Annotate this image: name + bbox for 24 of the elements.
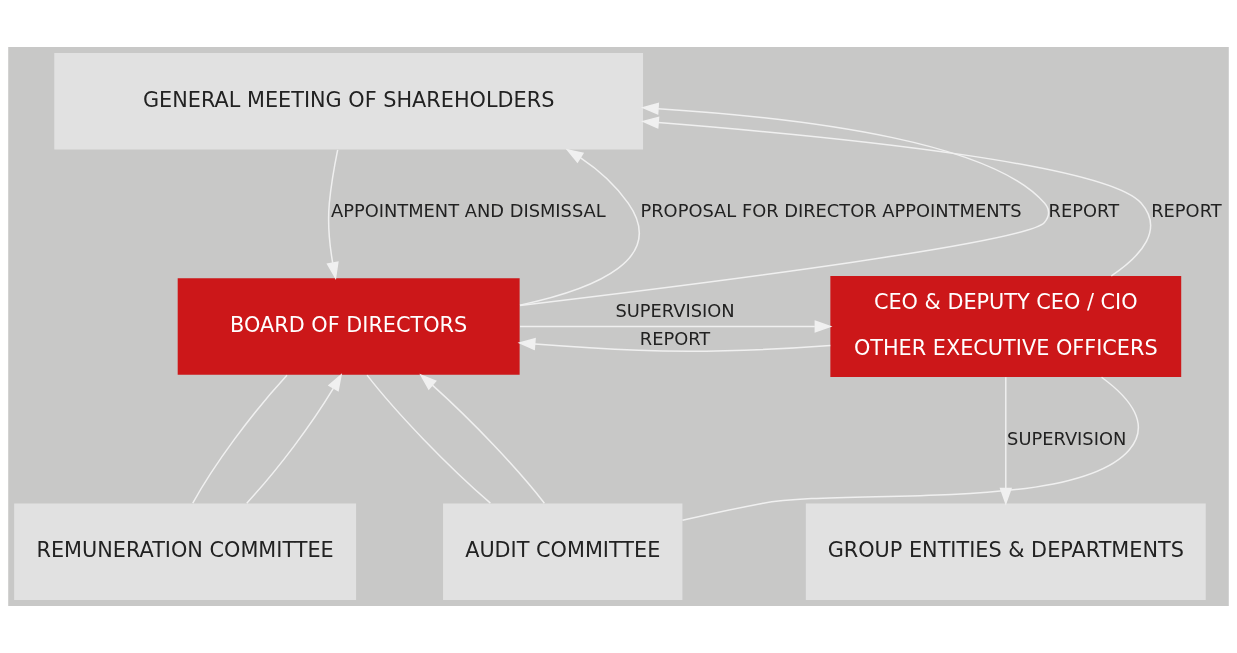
node-box: REMUNERATION COMMITTEE xyxy=(14,503,357,601)
edge-label: REPORT xyxy=(1151,200,1222,222)
arrow xyxy=(519,148,640,306)
connector xyxy=(366,374,492,504)
arrow xyxy=(419,373,546,504)
edge-label: SUPERVISION xyxy=(1007,427,1127,449)
arrow xyxy=(641,116,1152,277)
edge-label: REPORT xyxy=(639,328,711,350)
edge-label: APPOINTMENT AND DISMISSAL xyxy=(330,200,606,222)
node-box: BOARD OF DIRECTORS xyxy=(177,278,520,375)
arrow xyxy=(326,149,339,280)
node-box: CEO & DEPUTY CEO / CIO OTHER EXECUTIVE OFFICERS xyxy=(830,275,1182,378)
connector xyxy=(192,374,288,504)
arrow xyxy=(246,373,343,504)
arrow xyxy=(519,102,1050,307)
connector xyxy=(681,376,1139,522)
node-box: GENERAL MEETING OF SHAREHOLDERS xyxy=(54,52,644,150)
node-box: AUDIT COMMITTEE xyxy=(443,503,683,601)
edge-label: REPORT xyxy=(1048,200,1120,222)
node-box: GROUP ENTITIES & DEPARTMENTS xyxy=(805,503,1206,601)
edge-label: SUPERVISION xyxy=(615,299,735,321)
arrow xyxy=(517,337,832,352)
arrow xyxy=(519,320,833,333)
edge-label: PROPOSAL FOR DIRECTOR APPOINTMENTS xyxy=(640,200,1022,222)
